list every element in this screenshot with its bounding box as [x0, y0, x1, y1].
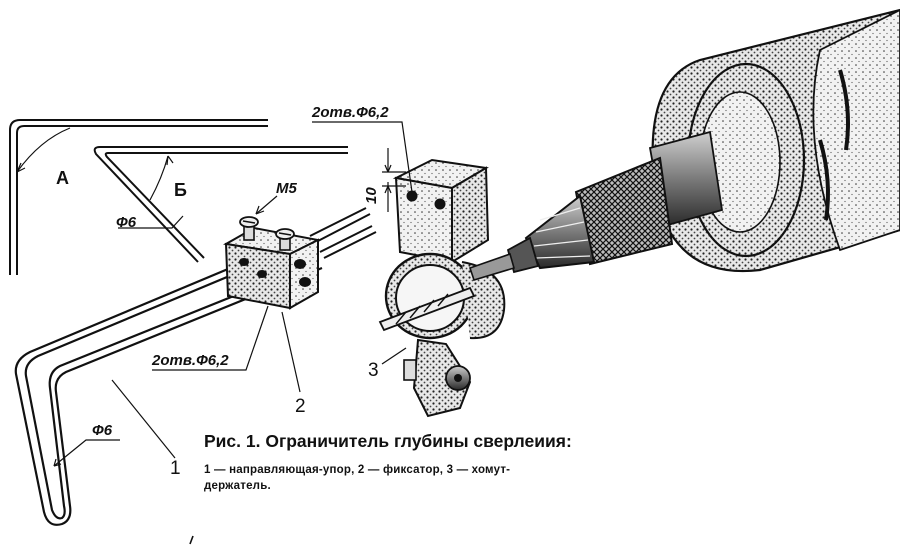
stray-mark [189, 535, 194, 545]
fixator-block [152, 195, 322, 393]
figure-caption-title: Рис. 1. Ограничитель глубины сверлеиия: [204, 431, 572, 451]
label-angle-a: А [56, 168, 69, 188]
label-part-1: 1 [170, 458, 181, 479]
label-holes-top: 2отв.Ф6,2 [312, 104, 389, 121]
clamp-holder [312, 121, 506, 418]
drill [468, 8, 900, 281]
label-part-2: 2 [295, 396, 306, 417]
label-angle-b: Б [174, 180, 187, 200]
rod-variant-a [9, 119, 268, 275]
label-part-3: 3 [368, 360, 379, 381]
screw-left [239, 216, 259, 241]
caption-line-2: держатель. [204, 480, 271, 492]
label-dimension-10: 10 [363, 187, 380, 204]
label-rod-diameter-bottom: Ф6 [92, 422, 113, 439]
label-rod-diameter-top: Ф6 [116, 214, 137, 231]
guide-rod [14, 207, 377, 526]
rod-variant-b [93, 146, 348, 263]
label-holes-bottom: 2отв.Ф6,2 [152, 352, 229, 369]
figure-caption-legend: 1 — направляющая-упор, 2 — фиксатор, 3 —… [204, 462, 634, 494]
caption-line-1: 1 — направляющая-упор, 2 — фиксатор, 3 —… [204, 464, 511, 476]
label-thread-m5: М5 [276, 180, 297, 197]
screw-right [275, 228, 295, 251]
